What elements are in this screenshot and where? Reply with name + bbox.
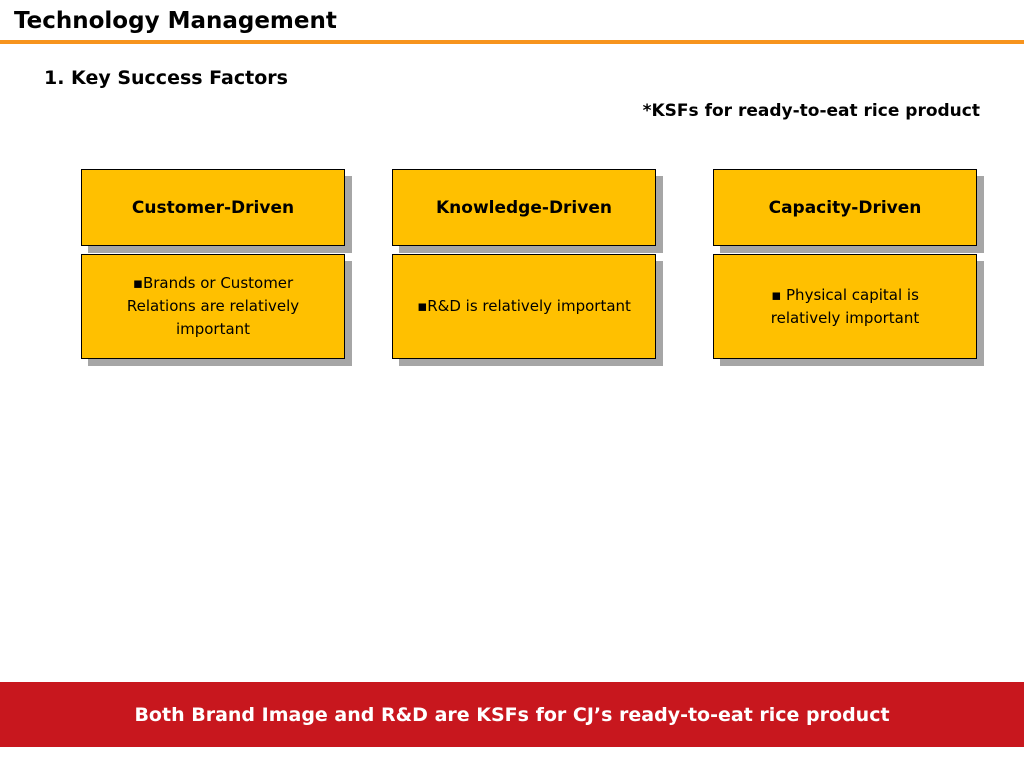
factor-description: ▪ Physical capital is relatively importa… <box>770 285 920 327</box>
conclusion-text: Both Brand Image and R&D are KSFs for CJ… <box>134 703 890 726</box>
factor-title: Knowledge-Driven <box>436 197 612 218</box>
factor-description: ▪Brands or Customer Relations are relati… <box>126 274 300 338</box>
factor-card-customer-title: Customer-Driven <box>81 169 345 246</box>
factor-card-capacity-title: Capacity-Driven <box>713 169 977 246</box>
section-heading: 1. Key Success Factors <box>44 67 288 89</box>
factor-card-knowledge-description: ▪R&D is relatively important <box>392 254 656 359</box>
page-title: Technology Management <box>14 8 337 34</box>
conclusion-banner: Both Brand Image and R&D are KSFs for CJ… <box>0 682 1024 747</box>
factor-card-customer-description: ▪Brands or Customer Relations are relati… <box>81 254 345 359</box>
factor-title: Capacity-Driven <box>768 197 922 218</box>
ksf-note: *KSFs for ready-to-eat rice product <box>642 101 980 121</box>
factor-card-knowledge-title: Knowledge-Driven <box>392 169 656 246</box>
title-divider <box>0 40 1024 44</box>
factor-description: ▪R&D is relatively important <box>417 297 631 315</box>
factor-title: Customer-Driven <box>131 197 295 218</box>
factor-card-capacity-description: ▪ Physical capital is relatively importa… <box>713 254 977 359</box>
